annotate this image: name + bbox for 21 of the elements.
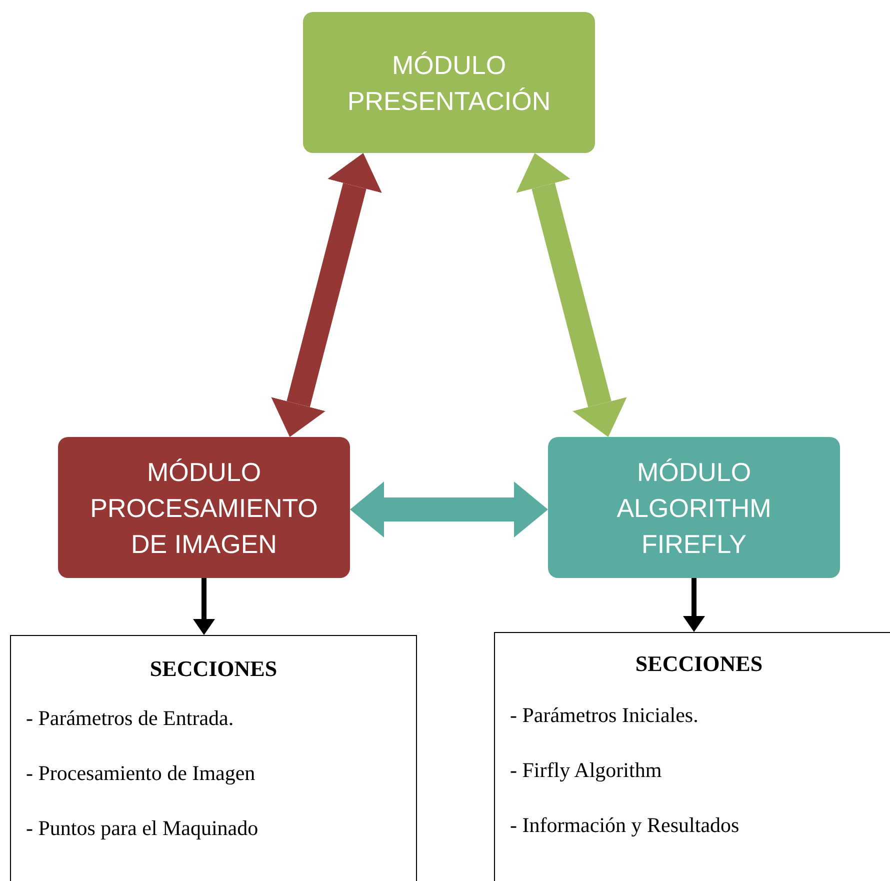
section-heading: SECCIONES	[148, 656, 278, 682]
module-title: MÓDULO PRESENTACIÓN	[346, 48, 552, 118]
section-item: - Procesamiento de Imagen	[26, 761, 256, 786]
module-box	[548, 437, 840, 578]
module-title: MÓDULO PROCESAMIENTO DE IMAGEN	[89, 456, 319, 560]
double-arrow	[350, 482, 548, 538]
section-item: - Información y Resultados	[510, 813, 740, 838]
module-box	[58, 437, 350, 578]
section-item: - Puntos para el Maquinado	[26, 816, 258, 841]
section-item: - Parámetros de Entrada.	[26, 706, 234, 731]
module-box	[303, 12, 595, 153]
sections-box	[494, 632, 890, 881]
arrow	[193, 578, 215, 635]
module-title: MÓDULO ALGORITHM FIREFLY	[616, 456, 772, 560]
arrow	[683, 578, 705, 632]
section-item: - Firfly Algorithm	[510, 758, 662, 783]
section-item: - Parámetros Iniciales.	[510, 703, 698, 728]
double-arrow	[271, 153, 382, 437]
sections-box	[10, 635, 417, 881]
section-heading: SECCIONES	[634, 651, 764, 677]
double-arrow	[516, 153, 627, 437]
